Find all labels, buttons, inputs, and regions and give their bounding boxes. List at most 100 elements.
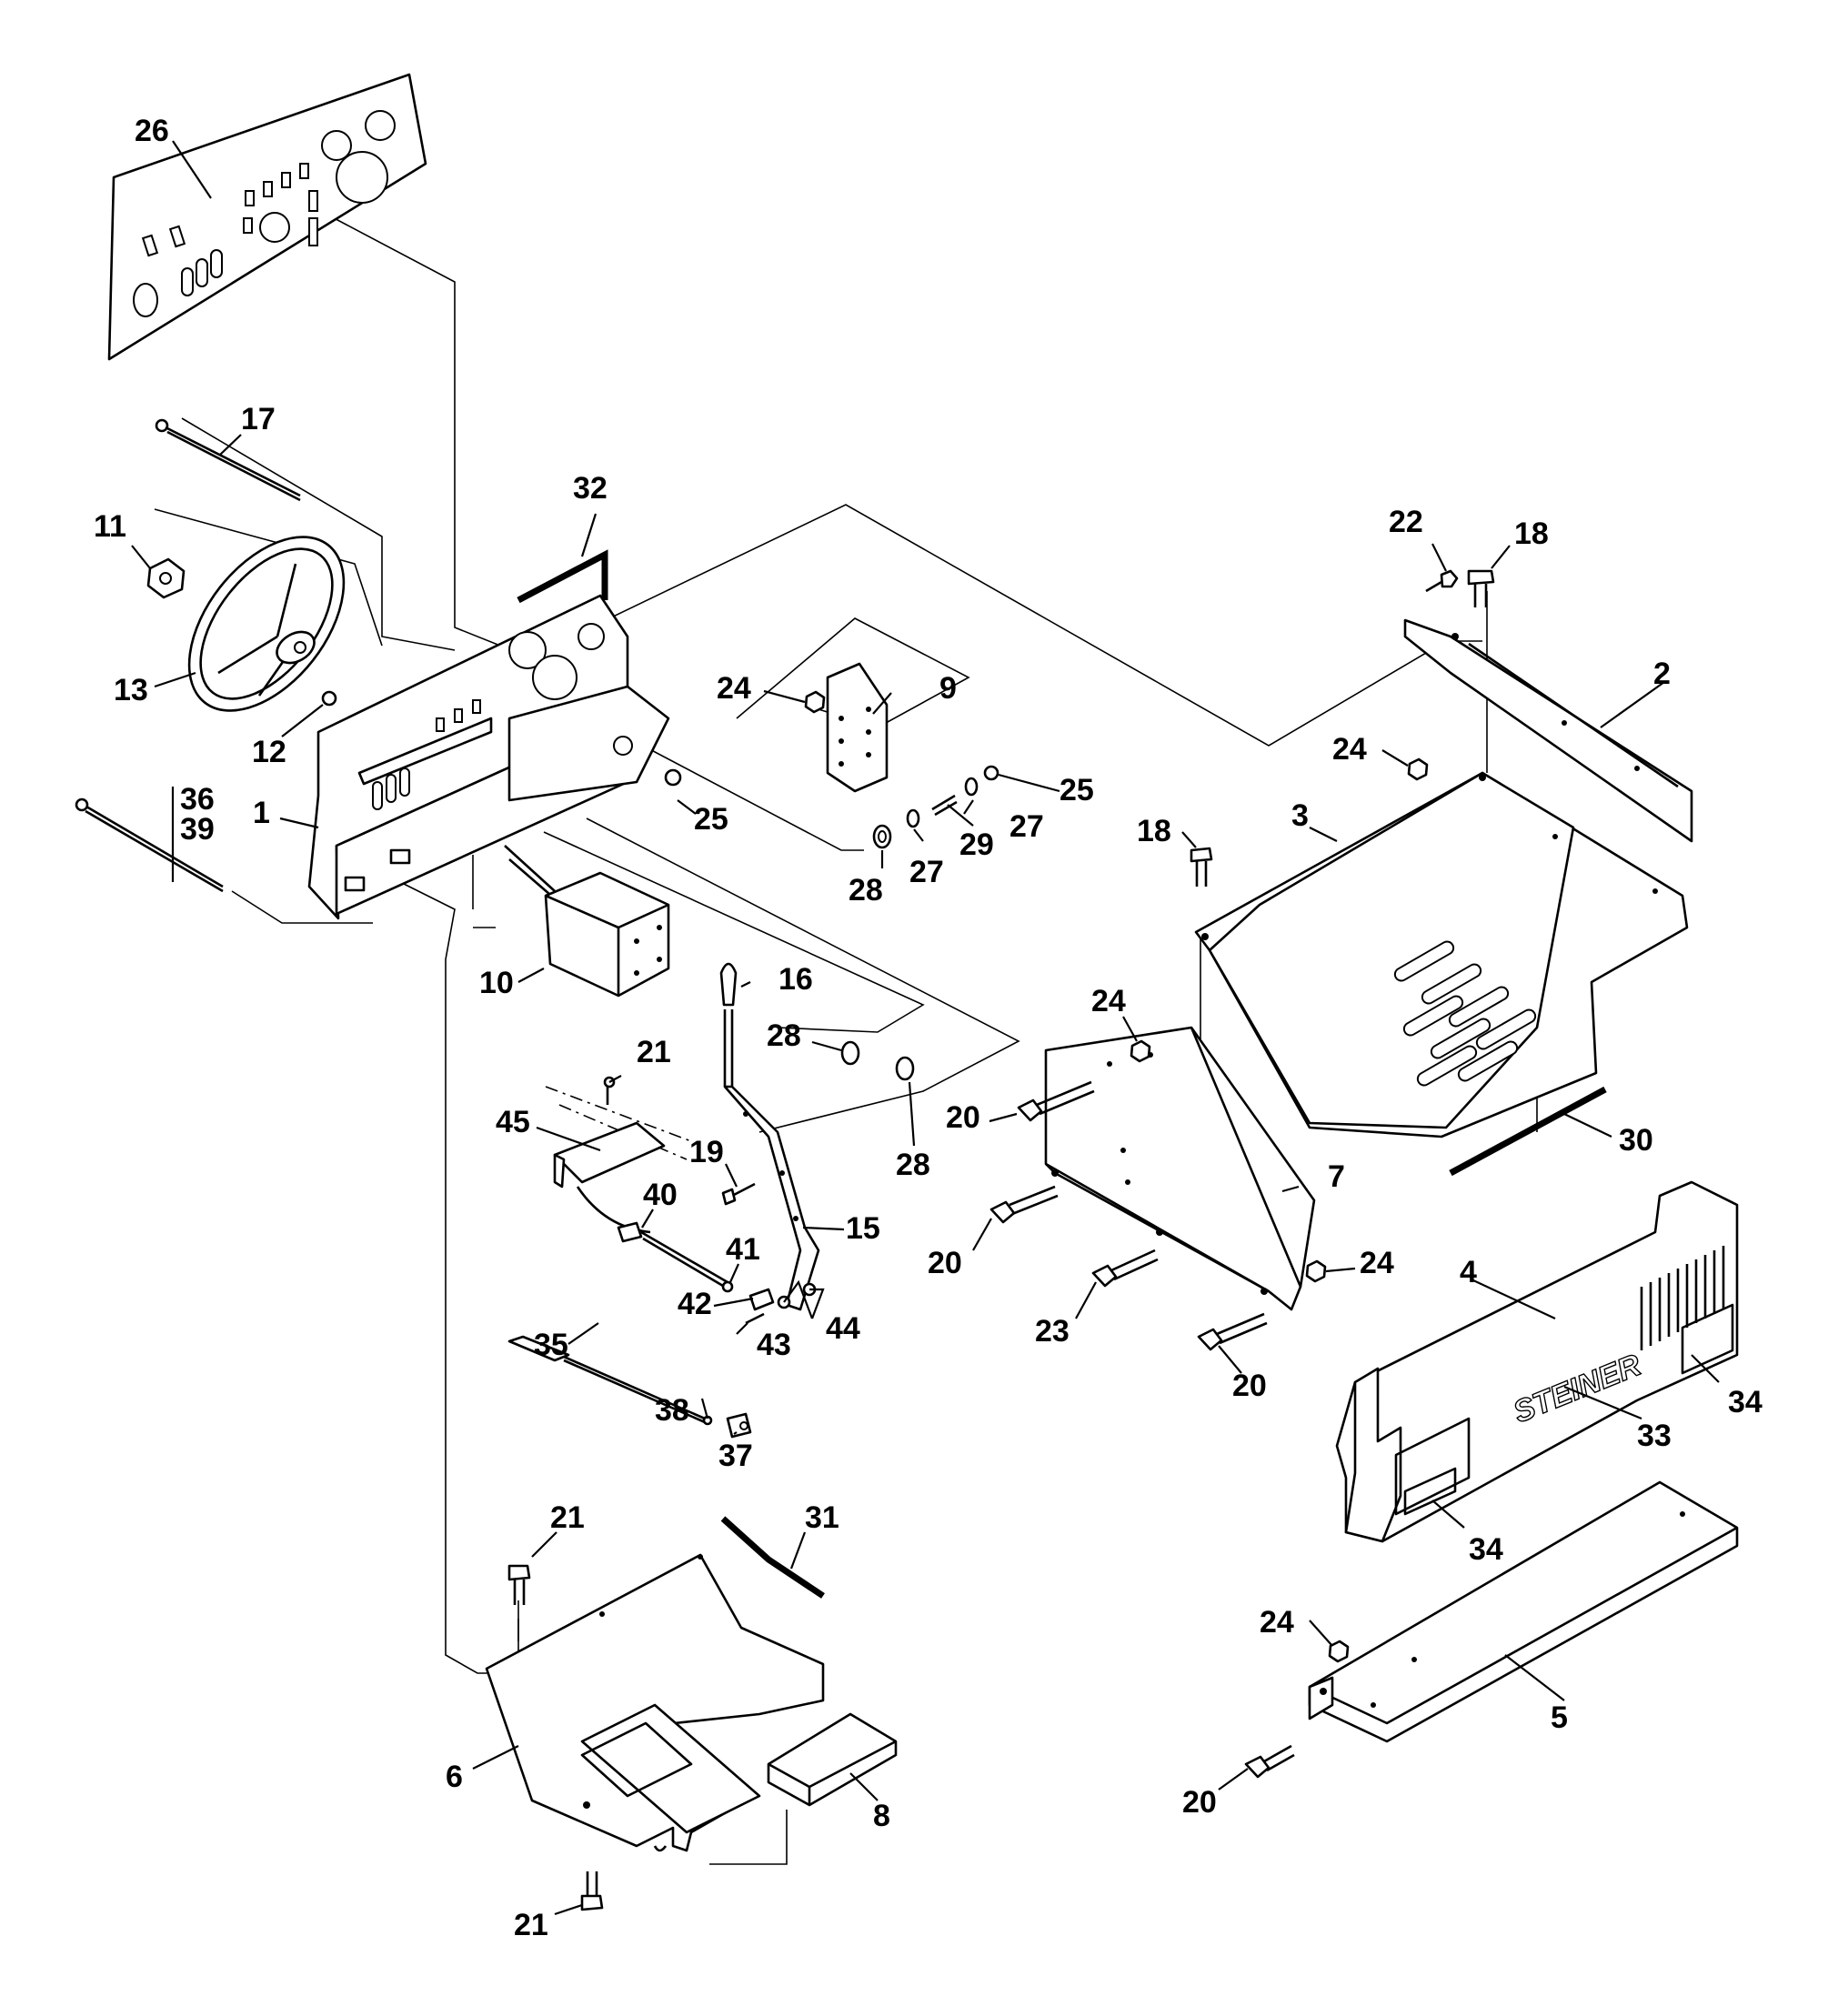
callout-20-bar: 20 xyxy=(1182,1785,1217,1820)
callout-30: 30 xyxy=(1619,1123,1653,1158)
floor-pan-vents xyxy=(1393,940,1537,1087)
callout-18-upper: 18 xyxy=(1514,517,1549,551)
callout-20-lower: 20 xyxy=(1232,1369,1267,1403)
callout-12: 12 xyxy=(252,735,286,769)
part-1-dash-panel xyxy=(307,594,670,920)
callout-16: 16 xyxy=(778,962,813,997)
callout-34-right: 34 xyxy=(1728,1385,1763,1419)
part-25-nut-b xyxy=(983,765,999,781)
part-18-bolt-a xyxy=(1467,569,1495,607)
callout-38: 38 xyxy=(655,1393,689,1428)
callout-44: 44 xyxy=(826,1311,860,1346)
leader-lines xyxy=(131,140,1720,1916)
part-20-bolt-b xyxy=(989,1185,1059,1224)
callout-1: 1 xyxy=(253,796,270,830)
part-28-washer-a xyxy=(872,824,892,849)
callout-21-middle: 21 xyxy=(550,1500,585,1535)
callout-35: 35 xyxy=(534,1328,568,1362)
part-26-dash-decal xyxy=(107,73,427,361)
part-24-nut-e xyxy=(1328,1640,1350,1663)
part-45-bracket xyxy=(545,1086,692,1189)
part-13-steering-wheel xyxy=(187,536,346,712)
callout-42: 42 xyxy=(678,1287,712,1321)
callout-19: 19 xyxy=(689,1135,724,1169)
callout-4: 4 xyxy=(1460,1255,1477,1289)
callout-24-upper: 24 xyxy=(717,671,751,706)
callout-18-lower: 18 xyxy=(1137,814,1171,848)
callout-40: 40 xyxy=(643,1178,678,1212)
callout-3: 3 xyxy=(1291,798,1309,833)
callout-23: 23 xyxy=(1035,1314,1070,1349)
callout-43: 43 xyxy=(757,1328,791,1362)
part-20-bolt-a xyxy=(1017,1080,1095,1122)
callout-8: 8 xyxy=(873,1799,890,1833)
callout-39: 39 xyxy=(180,812,215,847)
callout-9: 9 xyxy=(939,671,957,706)
part-29-stud xyxy=(931,794,958,817)
callout-24-panel-top: 24 xyxy=(1091,984,1126,1018)
callout-20-upper: 20 xyxy=(946,1100,980,1135)
callout-25-left: 25 xyxy=(694,802,728,837)
part-8-block xyxy=(767,1712,898,1807)
shroud-vents xyxy=(1640,1246,1725,1350)
part-12-nut xyxy=(321,690,337,707)
part-18-bolt-b xyxy=(1190,847,1213,887)
callout-28-lever: 28 xyxy=(767,1018,801,1053)
callout-26: 26 xyxy=(135,114,169,148)
callout-10: 10 xyxy=(479,966,514,1000)
part-2-side-rail xyxy=(1403,618,1693,843)
part-28-washer-c xyxy=(895,1056,915,1081)
part-27-washer-b xyxy=(964,777,979,797)
part-20-bolt-c xyxy=(1197,1312,1268,1351)
callout-31: 31 xyxy=(805,1500,839,1535)
callout-21-lower: 21 xyxy=(514,1908,548,1942)
part-11-nut xyxy=(146,557,186,599)
callout-45: 45 xyxy=(496,1105,530,1139)
callout-37: 37 xyxy=(718,1439,753,1473)
part-3-floor-pan xyxy=(1194,771,1689,1138)
callout-34-left: 34 xyxy=(1469,1532,1503,1567)
part-23-bolt xyxy=(1091,1249,1159,1288)
part-31-tape xyxy=(720,1516,825,1599)
part-17-long-bolt xyxy=(155,418,301,502)
callout-32: 32 xyxy=(573,471,608,506)
part-25-nut-a xyxy=(664,768,682,787)
callout-27-left: 27 xyxy=(909,855,944,889)
callout-13: 13 xyxy=(114,673,148,707)
part-9-bracket-plate xyxy=(826,662,889,793)
part-21-bolt-b xyxy=(507,1564,531,1605)
part-21-bolt-c xyxy=(580,1871,604,1911)
callout-6: 6 xyxy=(446,1760,463,1794)
part-30-tape xyxy=(1449,1086,1607,1177)
part-28-washer-b xyxy=(840,1040,860,1066)
callout-24-bar: 24 xyxy=(1260,1605,1294,1640)
part-5-bracket-bar xyxy=(1308,1480,1739,1743)
callout-33: 33 xyxy=(1637,1419,1672,1453)
part-24-nut-d xyxy=(1305,1259,1327,1283)
part-16-knob xyxy=(719,962,738,1087)
part-15-lever xyxy=(723,1085,820,1311)
callout-17: 17 xyxy=(241,402,276,436)
callout-24-panel-bottom: 24 xyxy=(1360,1246,1394,1280)
callout-7: 7 xyxy=(1328,1159,1345,1194)
callout-24-rail: 24 xyxy=(1332,732,1367,767)
part-24-nut-b xyxy=(1407,757,1429,781)
part-20-bolt-d xyxy=(1244,1744,1295,1779)
part-4-front-shroud xyxy=(1335,1180,1739,1543)
part-36-39-rod xyxy=(75,797,224,893)
callout-28-upper: 28 xyxy=(849,873,883,908)
callout-labels: 26 17 11 13 12 32 1 36 39 10 24 9 25 25 … xyxy=(94,114,1763,1942)
callout-27-right: 27 xyxy=(1009,809,1044,844)
part-22-bolt xyxy=(1425,569,1459,593)
callout-15: 15 xyxy=(846,1211,880,1246)
part-40-throttle-cable xyxy=(576,1186,728,1290)
callout-20-mid: 20 xyxy=(928,1246,962,1280)
callout-41: 41 xyxy=(726,1232,760,1267)
callout-5: 5 xyxy=(1551,1700,1568,1735)
part-27-washer-a xyxy=(906,808,920,828)
callout-11: 11 xyxy=(94,509,126,544)
part-32-tape xyxy=(517,549,608,604)
callout-21-upper: 21 xyxy=(637,1035,671,1069)
part-6-lower-pan xyxy=(485,1553,825,1852)
